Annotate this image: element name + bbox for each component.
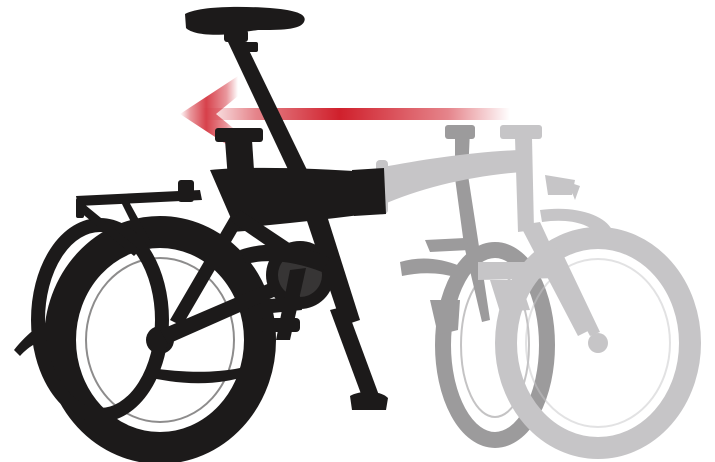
- front-half-ghost-near: [376, 125, 690, 448]
- rear-half-solid: [14, 7, 388, 448]
